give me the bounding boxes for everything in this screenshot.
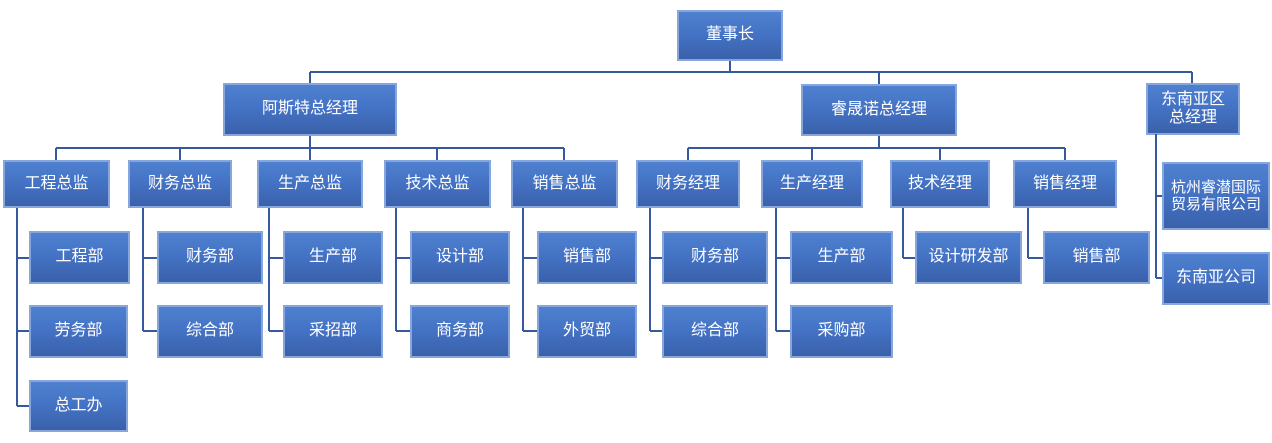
- connector-line: [269, 257, 283, 259]
- connector-line: [878, 72, 880, 84]
- org-node-dir-sales[interactable]: 销售总监: [511, 160, 618, 208]
- org-node-co-sea[interactable]: 东南亚公司: [1162, 252, 1270, 305]
- org-node-mgr-sales[interactable]: 销售经理: [1013, 160, 1117, 208]
- connector-line: [268, 208, 270, 331]
- org-node-dept-prod-r[interactable]: 生产部: [790, 231, 893, 284]
- org-node-dept-chief-office[interactable]: 总工办: [29, 380, 128, 432]
- connector-line: [1191, 72, 1193, 83]
- connector-line: [650, 257, 662, 259]
- connector-line: [811, 148, 813, 160]
- connector-line: [902, 208, 904, 258]
- org-node-dept-design-rd[interactable]: 设计研发部: [915, 231, 1022, 284]
- connector-line: [17, 405, 29, 407]
- connector-line: [649, 208, 651, 331]
- connector-line: [776, 257, 790, 259]
- connector-line: [1155, 134, 1157, 278]
- org-node-dept-fin-l[interactable]: 财务部: [157, 231, 263, 284]
- connector-line: [650, 330, 662, 332]
- connector-line: [939, 148, 941, 160]
- connector-line: [17, 330, 29, 332]
- org-node-dept-design[interactable]: 设计部: [410, 231, 510, 284]
- org-node-co-hangzhou[interactable]: 杭州睿潜国际 贸易有限公司: [1162, 162, 1270, 230]
- org-node-mgr-tech[interactable]: 技术经理: [890, 160, 990, 208]
- connector-line: [143, 330, 157, 332]
- connector-line: [143, 257, 157, 259]
- org-node-dept-business[interactable]: 商务部: [410, 305, 510, 358]
- org-node-dept-caizhao[interactable]: 采招部: [283, 305, 383, 358]
- connector-line: [1064, 148, 1066, 160]
- connector-line: [687, 148, 689, 160]
- connector-line: [523, 257, 537, 259]
- connector-line: [878, 136, 880, 148]
- org-node-gm-sea[interactable]: 东南亚区 总经理: [1146, 83, 1240, 135]
- connector-line: [1028, 257, 1043, 259]
- connector-line: [309, 136, 311, 148]
- org-node-dept-sales-r[interactable]: 销售部: [1043, 231, 1150, 284]
- connector-line: [688, 147, 1065, 149]
- org-node-dept-prod-l[interactable]: 生产部: [283, 231, 383, 284]
- org-node-dept-purchase[interactable]: 采购部: [790, 305, 893, 358]
- connector-line: [142, 208, 144, 331]
- org-node-dir-eng[interactable]: 工程总监: [3, 160, 110, 208]
- org-node-dept-eng[interactable]: 工程部: [29, 231, 130, 284]
- org-node-mgr-fin[interactable]: 财务经理: [636, 160, 740, 208]
- org-node-dept-foreign[interactable]: 外贸部: [537, 305, 637, 358]
- org-node-dept-general-r[interactable]: 综合部: [662, 305, 768, 358]
- org-node-mgr-prod[interactable]: 生产经理: [761, 160, 863, 208]
- connector-line: [396, 257, 410, 259]
- connector-line: [1027, 208, 1029, 258]
- connector-line: [310, 71, 1192, 73]
- connector-line: [55, 148, 57, 160]
- org-node-gm-ruishengnuo[interactable]: 睿晟诺总经理: [801, 84, 957, 136]
- connector-line: [1156, 277, 1162, 279]
- org-node-dir-fin[interactable]: 财务总监: [128, 160, 232, 208]
- org-node-dept-sales-l[interactable]: 销售部: [537, 231, 637, 284]
- connector-line: [17, 257, 29, 259]
- connector-line: [309, 72, 311, 83]
- connector-line: [396, 330, 410, 332]
- connector-line: [729, 61, 731, 72]
- connector-line: [1156, 195, 1162, 197]
- connector-line: [775, 208, 777, 331]
- org-node-dept-general-l[interactable]: 综合部: [157, 305, 263, 358]
- org-node-dir-prod[interactable]: 生产总监: [257, 160, 363, 208]
- connector-line: [436, 148, 438, 160]
- org-node-dept-labor[interactable]: 劳务部: [29, 305, 128, 358]
- connector-line: [903, 257, 915, 259]
- org-node-dept-fin-r[interactable]: 财务部: [662, 231, 768, 284]
- org-node-chairman[interactable]: 董事长: [677, 10, 783, 61]
- connector-line: [179, 148, 181, 160]
- connector-line: [309, 148, 311, 160]
- connector-line: [776, 330, 790, 332]
- connector-line: [523, 330, 537, 332]
- org-node-dir-tech[interactable]: 技术总监: [384, 160, 491, 208]
- connector-line: [269, 330, 283, 332]
- org-node-gm-aste[interactable]: 阿斯特总经理: [223, 83, 397, 136]
- connector-line: [522, 208, 524, 331]
- connector-line: [16, 208, 18, 406]
- connector-line: [563, 148, 565, 160]
- connector-line: [395, 208, 397, 331]
